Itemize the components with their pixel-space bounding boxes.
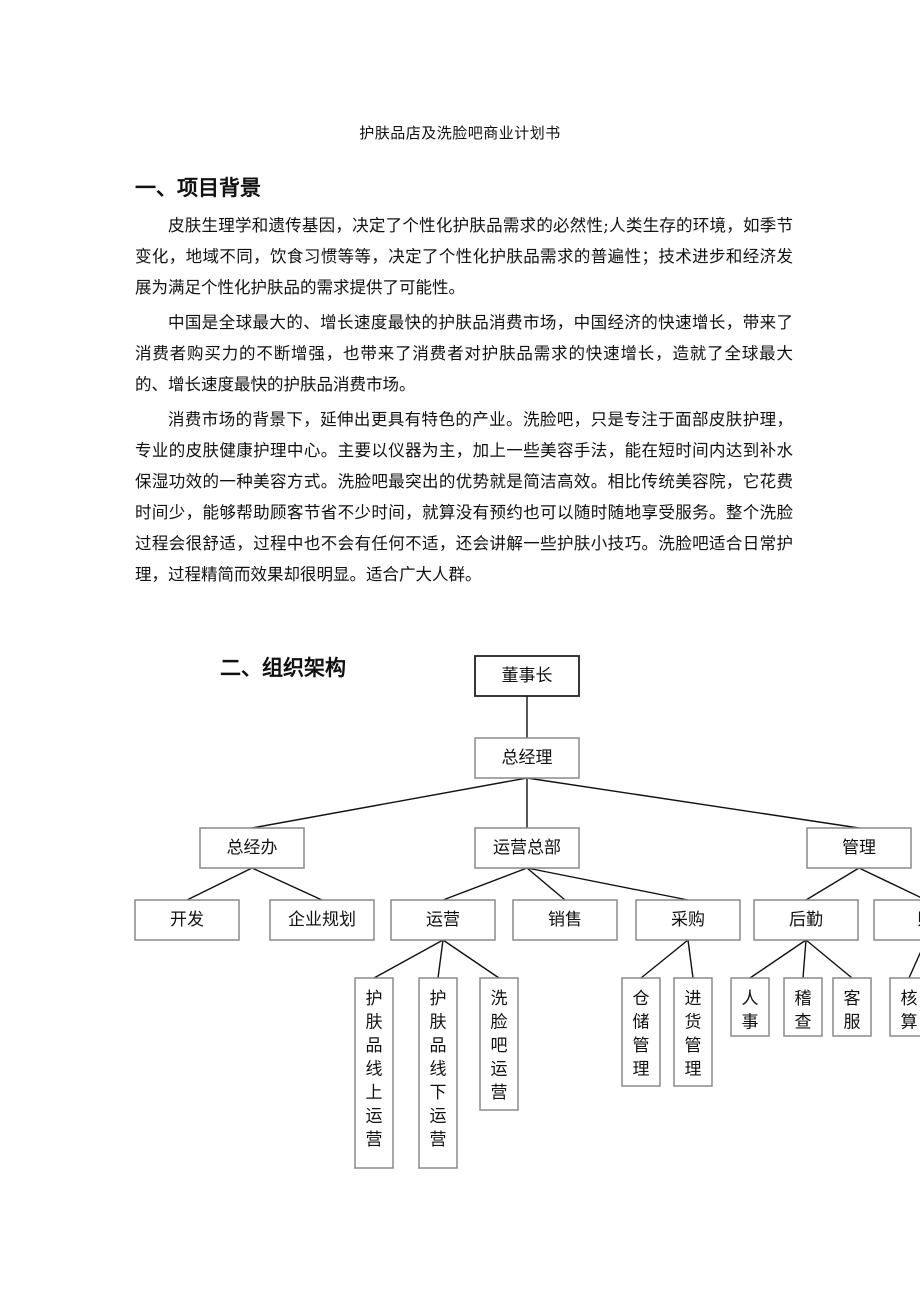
org-node-label: 采购 [671,910,705,930]
org-node-box [832,977,872,1037]
org-node-box [474,827,580,869]
org-node-box [418,977,458,1169]
org-node-label: 人事 [742,989,759,1033]
org-link-logistics-service [805,939,853,979]
org-node-box [474,655,580,697]
org-node-box [479,977,519,1111]
document-title: 护肤品店及洗脸吧商业计划书 [359,124,561,142]
org-node-audit: 稽查 [783,977,823,1037]
org-node-label: 进货管理 [685,989,702,1080]
org-link-gm-office-planning [251,867,323,901]
org-node-label: 财 [918,910,920,930]
org-node-facebar-ops: 洗脸吧运营 [479,977,519,1111]
org-node-label: 核算 [901,989,918,1033]
org-node-label: 总经办 [227,838,278,858]
org-node-offline-ops: 护肤品线下运营 [418,977,458,1169]
org-node-box [390,899,496,941]
org-node-operations: 运营 [390,899,496,941]
org-node-box [889,977,920,1037]
org-node-label: 护肤品线上运营 [366,989,383,1150]
background-text: 皮肤生理学和遗传基因，决定了个性化护肤品需求的必然性;人类生存的环境，如季节变化… [135,210,793,594]
org-node-box [753,899,859,941]
org-node-label: 企业规划 [288,910,356,930]
org-link-logistics-hr [749,939,807,979]
org-node-finance: 财 [873,899,920,941]
org-node-warehouse: 仓储管理 [621,977,661,1087]
org-link-mgmt-logistics [805,867,860,901]
org-node-chairman: 董事长 [474,655,580,697]
org-node-label: 开发 [170,910,204,930]
org-link-finance-accounting [908,951,920,979]
org-node-label: 洗脸吧运营 [491,989,508,1103]
org-node-box [134,899,240,941]
org-node-label: 稽查 [795,989,812,1033]
org-link-ops-hq-operations [442,867,528,901]
org-link-operations-facebar-ops [442,939,500,979]
org-link-mgmt-finance [858,867,920,898]
org-node-box [621,977,661,1087]
org-node-box [635,899,741,941]
org-link-logistics-audit [802,939,807,979]
org-node-label: 运营 [426,910,460,930]
org-node-label: 董事长 [502,666,553,686]
org-link-operations-offline-ops [437,939,444,979]
org-node-label: 销售 [548,910,582,930]
org-node-label: 客服 [844,989,861,1033]
paragraph-1: 皮肤生理学和遗传基因，决定了个性化护肤品需求的必然性;人类生存的环境，如季节变化… [135,216,793,297]
org-node-logistics: 后勤 [753,899,859,941]
paragraph-2: 中国是全球最大的、增长速度最快的护肤品消费市场，中国经济的快速增长，带来了消费者… [135,313,793,394]
org-node-box [673,977,713,1087]
org-node-sales: 销售 [512,899,618,941]
org-node-gm-office: 总经办 [199,827,305,869]
org-node-label: 总经理 [502,748,553,768]
org-node-accounting: 核算 [889,977,920,1037]
org-node-box [783,977,823,1037]
org-node-purchasing: 采购 [635,899,741,941]
org-node-dev: 开发 [134,899,240,941]
org-node-box [730,977,770,1037]
org-node-hr: 人事 [730,977,770,1037]
org-node-box [354,977,394,1169]
org-link-purchasing-restock [687,939,694,979]
org-node-gm: 总经理 [474,737,580,779]
org-link-gm-gm-office [251,777,528,829]
org-link-ops-hq-sales [526,867,566,901]
org-node-box [199,827,305,869]
org-node-restock: 进货管理 [673,977,713,1087]
org-node-box [806,827,912,869]
org-node-box [269,899,375,941]
org-node-box [474,737,580,779]
org-link-ops-hq-purchasing [526,867,689,901]
org-node-service: 客服 [832,977,872,1037]
section-heading-background: 一、项目背景 [135,176,261,200]
org-node-ops-hq: 运营总部 [474,827,580,869]
paragraph-3: 消费市场的背景下，延伸出更具有特色的产业。洗脸吧，只是专注于面部皮肤护理，专业的… [135,410,793,584]
org-node-label: 护肤品线下运营 [430,989,447,1150]
org-node-box [873,899,920,941]
org-node-online-ops: 护肤品线上运营 [354,977,394,1169]
org-link-operations-online-ops [373,939,444,979]
org-node-box [512,899,618,941]
org-link-gm-mgmt [526,777,860,829]
org-node-label: 后勤 [789,910,823,930]
org-link-gm-office-dev [186,867,253,901]
org-node-label: 仓储管理 [633,989,650,1080]
section-heading-organization: 二、组织架构 [220,656,346,680]
org-link-purchasing-warehouse [640,939,689,979]
org-node-planning: 企业规划 [269,899,375,941]
org-node-label: 管理 [842,838,876,858]
org-node-mgmt: 管理 [806,827,912,869]
org-node-label: 运营总部 [493,838,561,858]
